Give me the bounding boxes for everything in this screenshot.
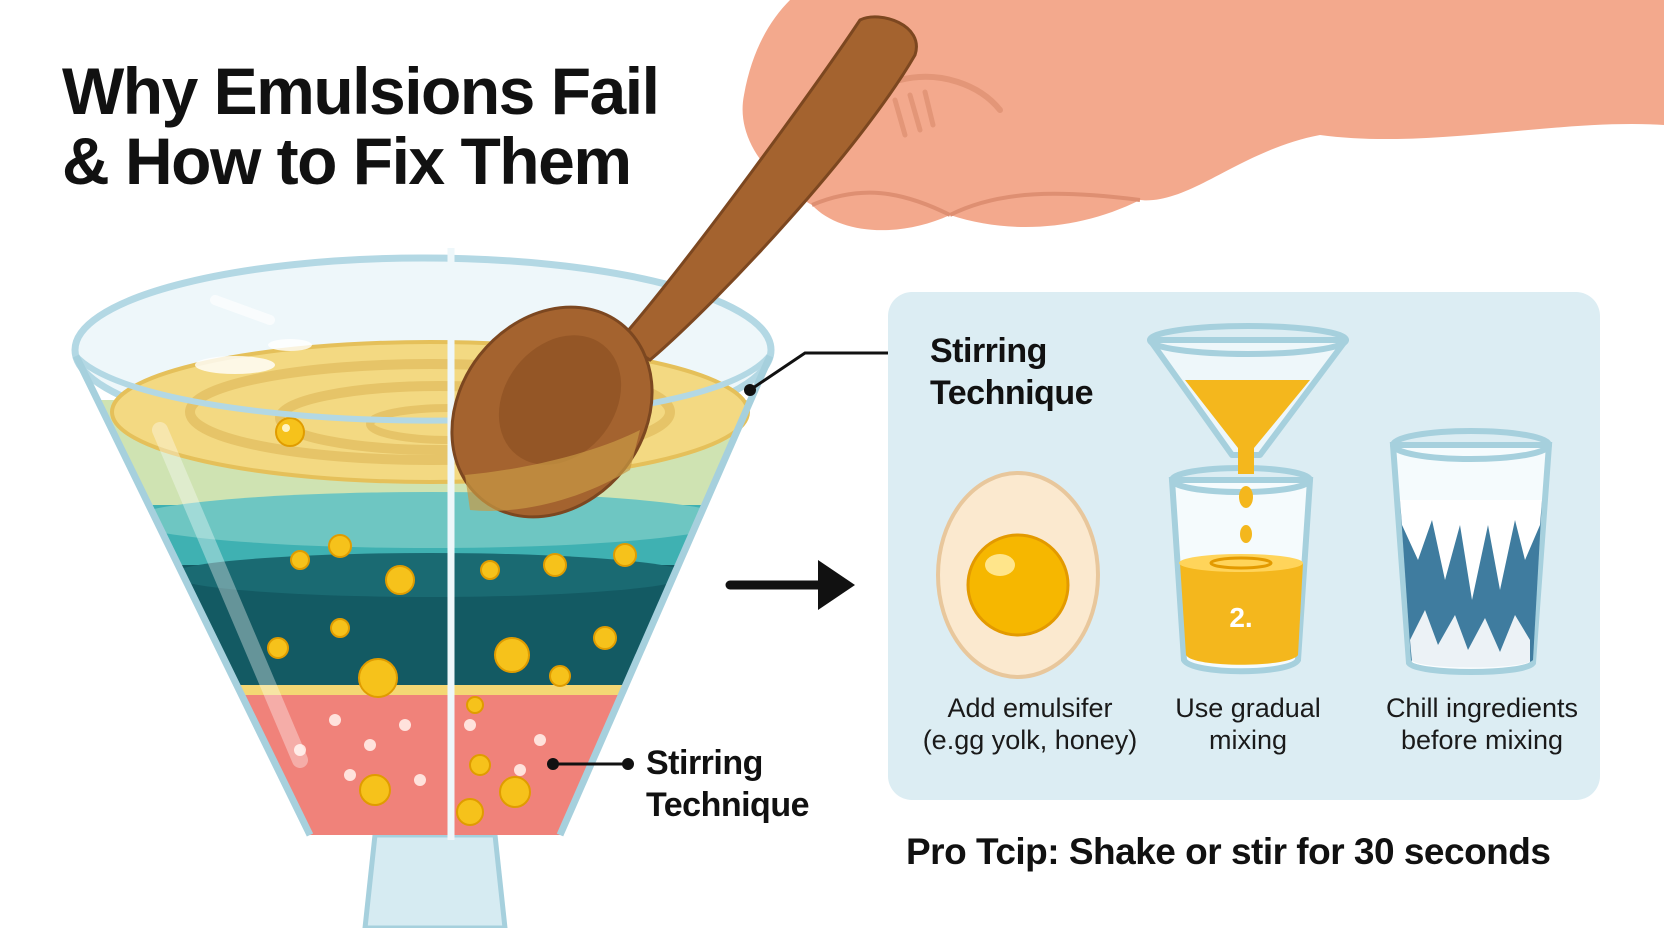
pro-tip: Pro Tcip: Shake or stir for 30 seconds: [906, 831, 1551, 872]
iced-glass-icon: [1389, 428, 1553, 675]
tip-2-line-2: mixing: [1208, 725, 1288, 755]
page-title: Why Emulsions Fail & How to Fix Them: [62, 54, 660, 198]
wooden-spoon-icon: [450, 15, 918, 519]
funnel-glass-badge: 2.: [1229, 602, 1252, 633]
callout-leader-bottom: [547, 758, 634, 770]
callout-stirring-top: Stirring Technique: [930, 330, 1094, 414]
tip-2-line-1: Use gradual: [1175, 693, 1321, 723]
egg-icon: [936, 471, 1100, 679]
tip-label-gradual-mixing: Use gradual mixing: [1143, 692, 1353, 756]
callout-bottom-line-1: Stirring: [646, 744, 763, 782]
callout-top-line-1: Stirring: [930, 332, 1047, 370]
tip-1-line-1: Add emulsifer: [947, 693, 1113, 723]
hand-icon: [742, 0, 1664, 231]
tip-label-chill: Chill ingredients before mixing: [1372, 692, 1592, 756]
tip-3-line-2: before mixing: [1400, 725, 1564, 755]
callout-top-line-2: Technique: [930, 374, 1094, 412]
tip-1-line-2: (e.gg yolk, honey): [922, 725, 1138, 755]
tip-3-line-1: Chill ingredients: [1385, 693, 1579, 723]
callout-bottom-line-2: Technique: [646, 786, 810, 824]
title-line-1: Why Emulsions Fail: [62, 54, 660, 128]
funnel-glass-icon: 2.: [1147, 323, 1349, 675]
tip-label-emulsifier: Add emulsifer (e.gg yolk, honey): [910, 692, 1150, 756]
right-arrow-icon: [725, 560, 855, 610]
callout-stirring-bottom: Stirring Technique: [646, 742, 810, 826]
title-line-2: & How to Fix Them: [62, 124, 632, 198]
